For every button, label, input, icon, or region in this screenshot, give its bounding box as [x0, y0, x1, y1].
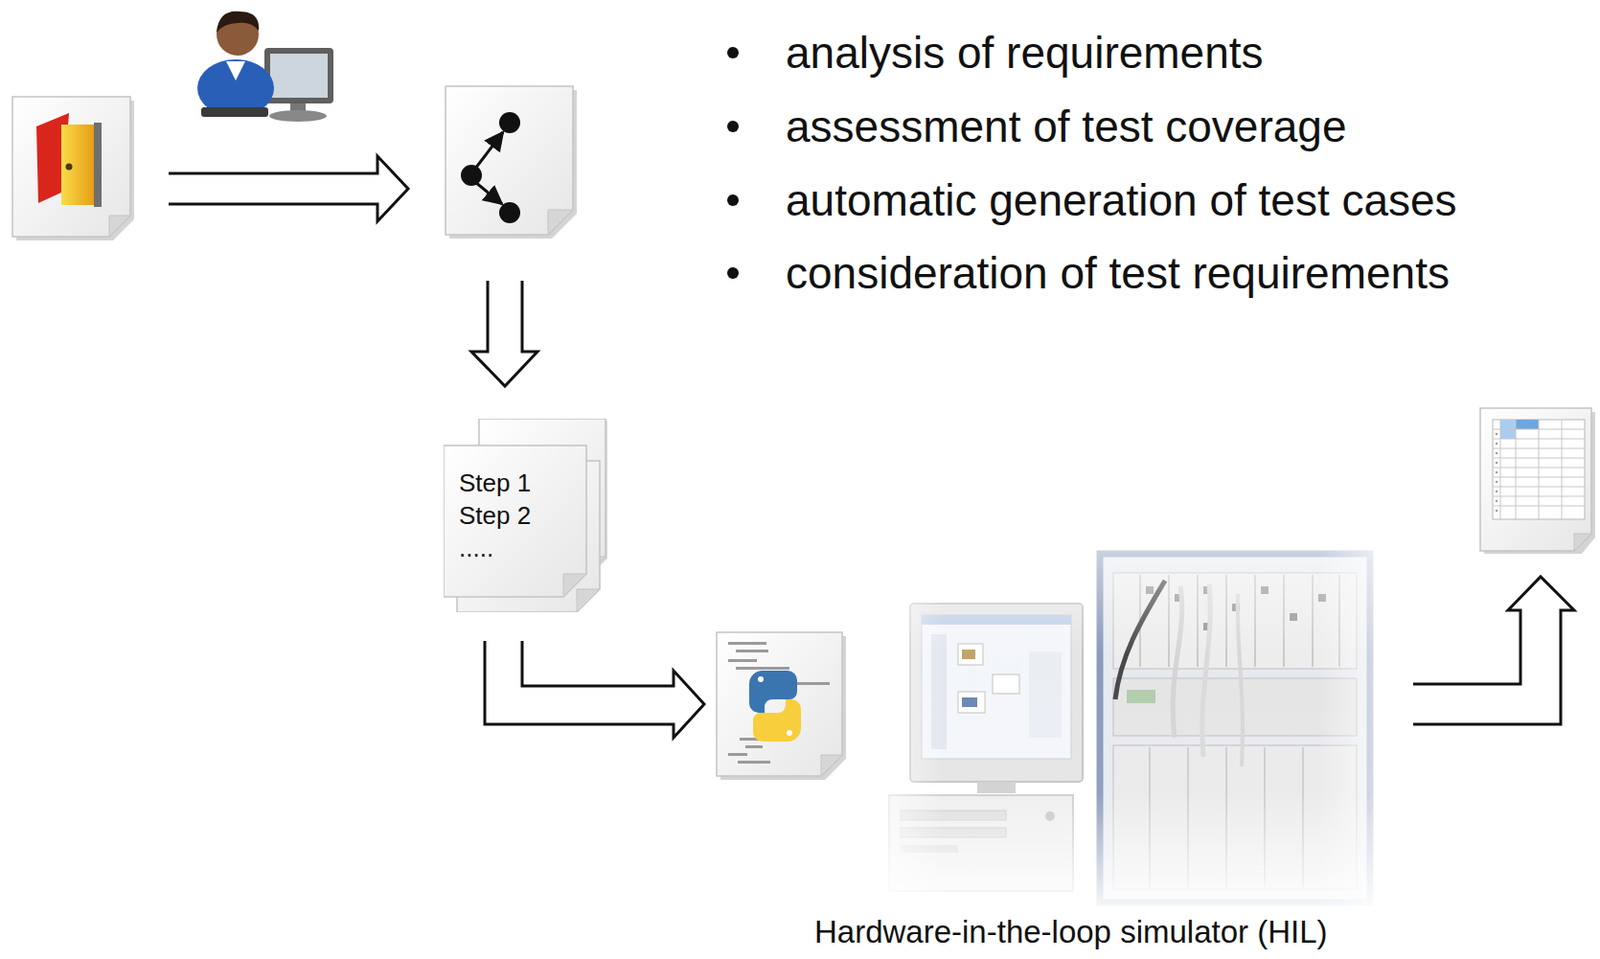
bullet-dot [727, 194, 739, 206]
step-text: Step 1 [458, 466, 531, 500]
caption: Hardware-in-the-loop simulator (HIL) [814, 914, 1328, 950]
hil-simulator-picture [862, 517, 1399, 911]
step-list: Step 1Step 2..... [458, 466, 531, 565]
front-page [443, 445, 587, 597]
flow-arrow [168, 156, 409, 222]
step-document: Step 1Step 2..... [443, 418, 608, 613]
flow-arrow [484, 640, 705, 738]
person-at-computer-icon [197, 11, 334, 122]
step-text: Step 2 [458, 499, 531, 532]
bullet-dot [727, 46, 739, 59]
bullet-dot [727, 120, 739, 133]
flow-arrow [471, 280, 538, 387]
page-fold [563, 573, 587, 597]
bullet-item: assessment of test coverage [785, 101, 1348, 153]
bullet-dot [727, 267, 739, 279]
bullet-item: analysis of requirements [785, 27, 1264, 79]
door-document-icon [12, 96, 135, 241]
bullet-item: consideration of test requirements [785, 248, 1450, 299]
flow-arrow [1413, 576, 1575, 725]
spreadsheet-icon [1480, 408, 1596, 554]
page-fold [576, 589, 600, 613]
bullet-item: automatic generation of test cases [785, 175, 1458, 227]
python-script-icon [716, 632, 846, 780]
graph-document-icon [445, 86, 577, 239]
step-text: ..... [458, 531, 531, 565]
